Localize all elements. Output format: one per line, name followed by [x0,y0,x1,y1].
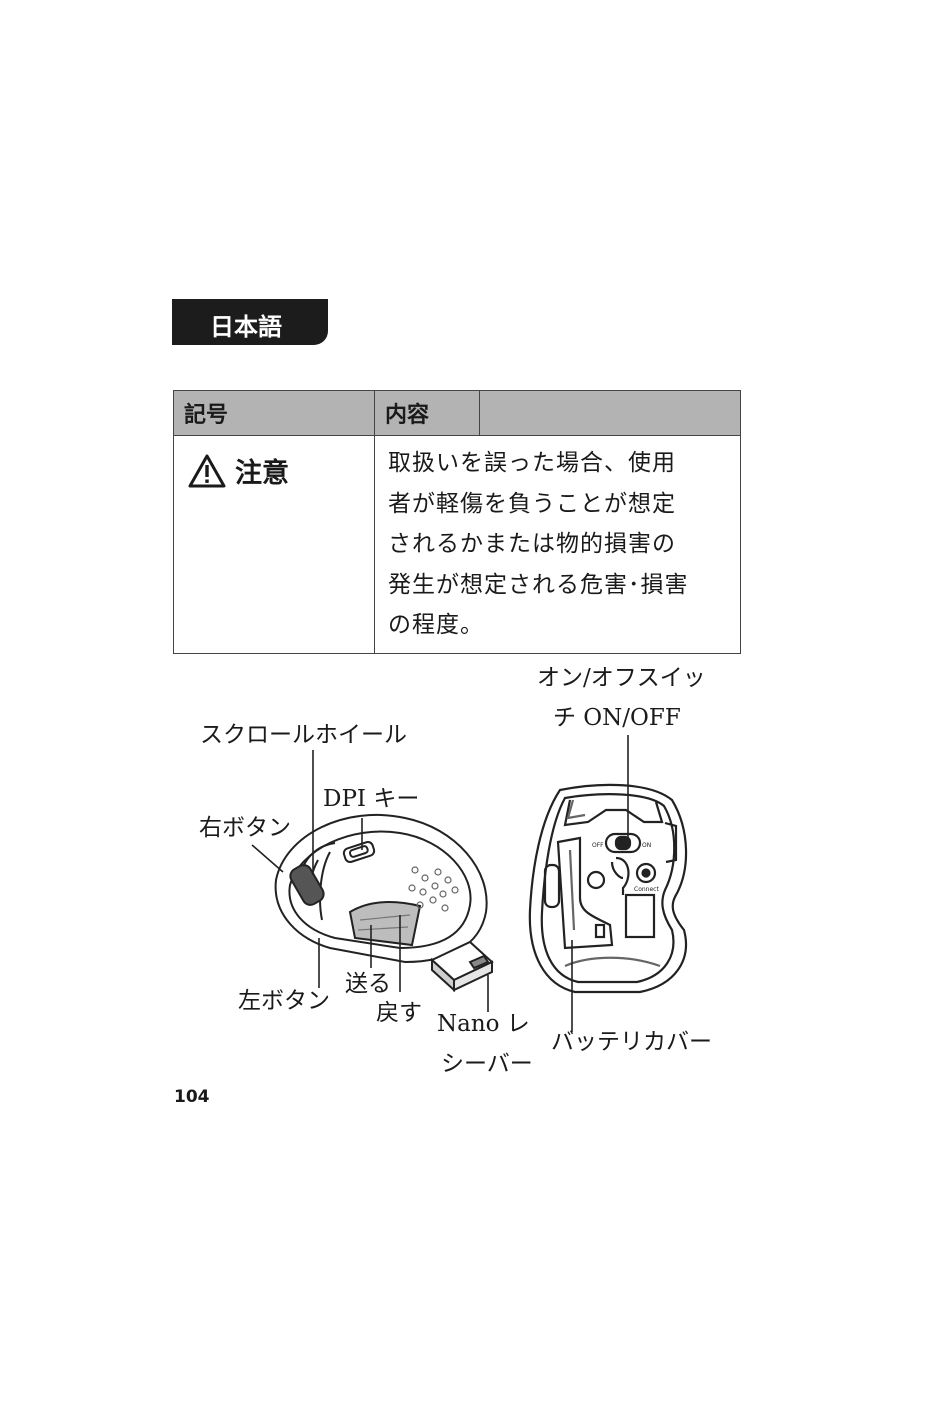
label-switch-line2: チ ON/OFF [553,704,681,732]
label-dpi-key: DPI キー [323,785,419,813]
label-switch-line1: オン/オフスイッ [537,664,706,692]
label-nano-receiver-line2: シーバー [441,1050,533,1078]
label-right-button: 右ボタン [199,814,291,842]
label-forward: 送る [345,970,391,998]
switch-on-text: ON [642,842,651,849]
label-left-button: 左ボタン [238,987,330,1015]
page-number: 104 [174,1087,210,1107]
label-battery-cover: バッテリカバー [551,1028,712,1056]
label-back: 戻す [376,999,422,1027]
mouse-bottom-view: OFF ON Connect [530,785,686,992]
label-nano-receiver-line1: Nano レ [437,1010,530,1038]
label-scroll-wheel: スクロールホイール [200,721,407,749]
mouse-top-view [276,815,487,962]
connect-text: Connect [634,886,659,893]
switch-off-text: OFF [592,842,604,849]
